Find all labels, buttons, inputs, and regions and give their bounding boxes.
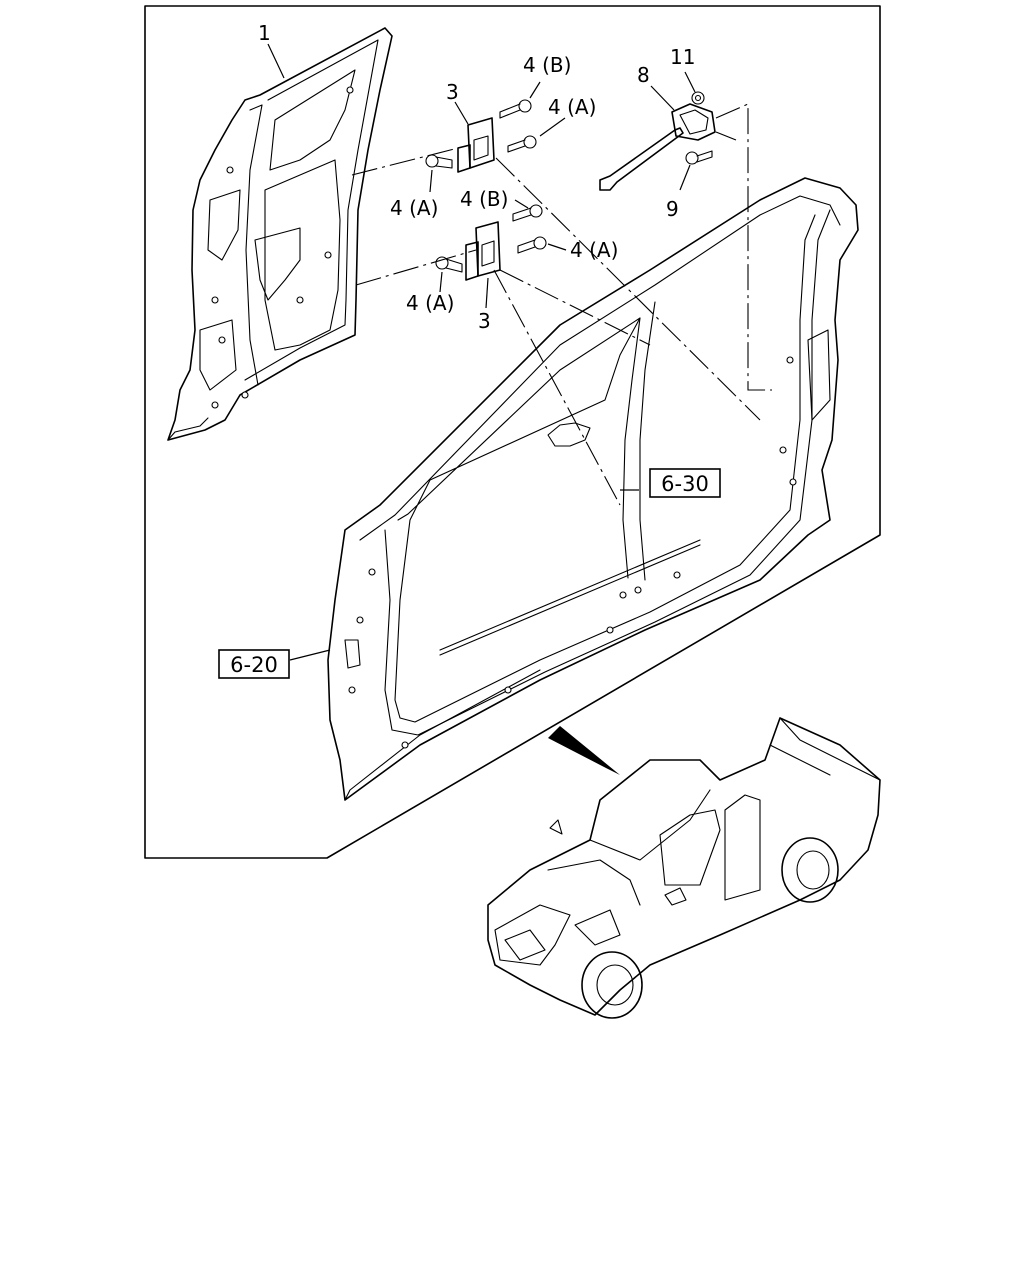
bolt-4b-mid	[512, 204, 543, 222]
callout-3-upper: 3	[446, 80, 459, 104]
ref-box-6-30: 6-30	[649, 468, 721, 498]
callout-9: 9	[666, 197, 679, 221]
callout-4b-top: 4 (B)	[523, 53, 571, 77]
assembly-lines	[351, 103, 772, 506]
bolt-4b-top	[499, 99, 532, 119]
callout-1: 1	[258, 21, 271, 45]
leader-lines	[267, 43, 696, 661]
body-side-panel	[327, 177, 859, 801]
view-arrow	[548, 726, 620, 775]
bolt-4a-top	[507, 135, 537, 153]
hinge-upper	[457, 117, 495, 173]
pickup-truck	[487, 717, 881, 1019]
callout-4a-left: 4 (A)	[390, 196, 438, 220]
bolt-4a-right	[517, 236, 547, 254]
door-check	[599, 103, 716, 191]
nut-11	[691, 91, 705, 105]
callout-4a-low: 4 (A)	[406, 291, 454, 315]
door-panel	[167, 27, 393, 441]
bolt-4a-low	[435, 256, 463, 273]
callout-4a-right: 4 (A)	[570, 238, 618, 262]
bolt-9	[685, 150, 713, 165]
callout-4b-mid: 4 (B)	[460, 187, 508, 211]
ref-6-20-label: 6-20	[230, 653, 278, 677]
diagram-frame	[144, 5, 881, 859]
bolt-4a-left	[425, 154, 453, 169]
ref-6-30-label: 6-30	[661, 472, 709, 496]
ref-box-6-20: 6-20	[218, 649, 290, 679]
callout-11: 11	[670, 45, 695, 69]
callout-3-lower: 3	[478, 309, 491, 333]
callout-8: 8	[637, 63, 650, 87]
callout-4a-top: 4 (A)	[548, 95, 596, 119]
